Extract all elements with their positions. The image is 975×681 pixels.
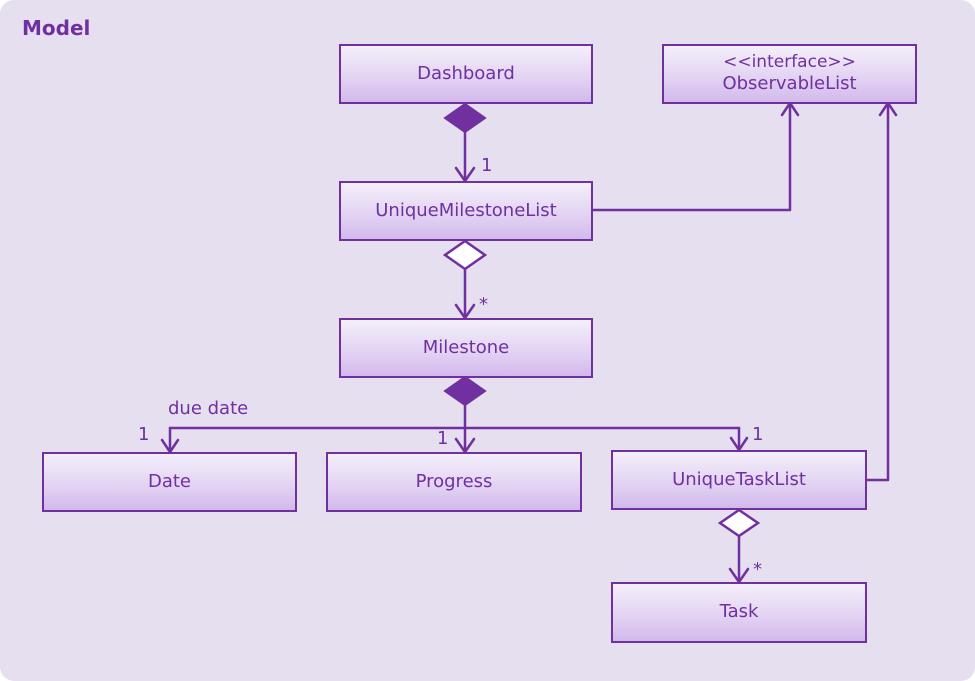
class-name: Dashboard <box>417 62 515 84</box>
multiplicity-tasklist-task: * <box>753 559 762 580</box>
aggregation-diamond-tasklist <box>717 508 761 538</box>
class-name: Task <box>719 601 759 623</box>
class-milestone: Milestone <box>339 318 593 378</box>
multiplicity-milestone-progress: 1 <box>437 428 449 449</box>
class-unique-milestone-list: UniqueMilestoneList <box>339 181 593 241</box>
multiplicity-milestone-date: 1 <box>138 424 150 445</box>
multiplicity-milestonelist-milestone: * <box>479 294 488 315</box>
class-observable-list: <<interface>> ObservableList <box>662 44 917 104</box>
class-name: Progress <box>415 470 493 492</box>
class-dashboard: Dashboard <box>339 44 593 104</box>
class-task: Task <box>611 582 867 643</box>
multiplicity-milestone-tasklist: 1 <box>752 424 764 445</box>
class-name: Milestone <box>422 336 510 358</box>
tasklist-observable-line <box>864 101 890 482</box>
milestonelist-observable-line <box>591 101 792 212</box>
composition-diamond-milestone <box>443 375 487 407</box>
class-unique-task-list: UniqueTaskList <box>611 450 867 510</box>
class-name: ObservableList <box>722 73 857 95</box>
role-due-date: due date <box>168 398 249 419</box>
class-name: Date <box>147 470 192 492</box>
aggregation-diamond-milestonelist <box>442 239 488 271</box>
package-title: Model <box>22 16 91 40</box>
class-name: UniqueMilestoneList <box>375 199 557 221</box>
class-name: UniqueTaskList <box>672 468 806 490</box>
composition-diamond-dashboard <box>443 102 487 134</box>
multiplicity-dashboard-milestonelist: 1 <box>481 155 493 176</box>
class-stereotype: <<interface>> <box>723 52 856 73</box>
class-date: Date <box>42 452 297 512</box>
class-progress: Progress <box>326 452 582 512</box>
